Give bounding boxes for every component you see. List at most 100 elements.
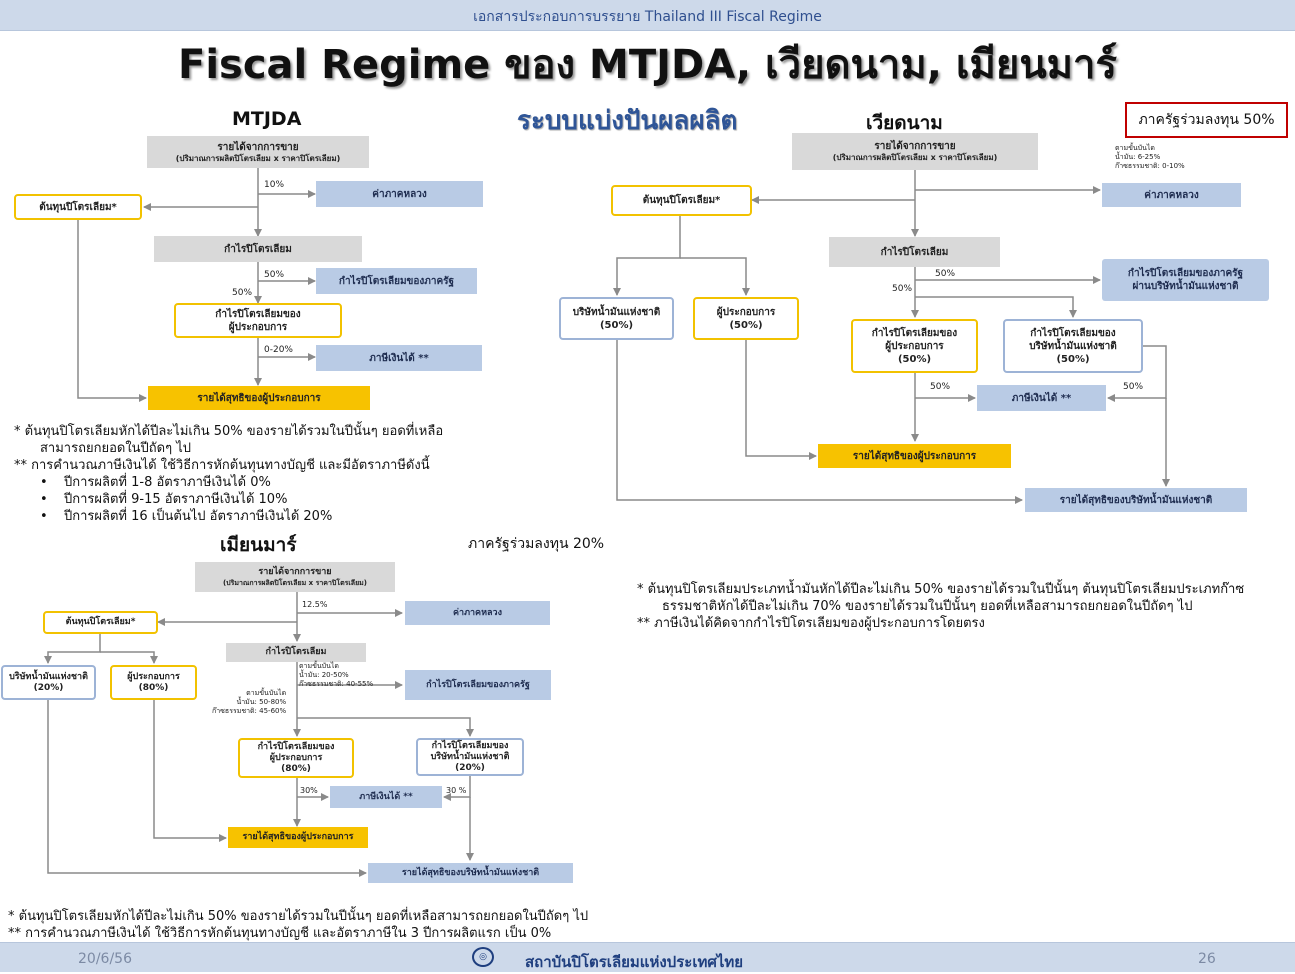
mtjda-royalty-box: ค่าภาคหลวง bbox=[316, 181, 483, 207]
vietnam-pct-gov: 50% bbox=[935, 269, 956, 279]
myanmar-gov-scale: ตามขั้นบันได น้ำมัน: 20-50% ก๊าซธรรมชาติ… bbox=[299, 662, 373, 689]
footer-bar: 20/6/56 ◎ สถาบันปิโตรเลียมแห่งประเทศไทย … bbox=[0, 942, 1295, 972]
myanmar-noc-box: บริษัทน้ำมันแห่งชาติ(20%) bbox=[1, 665, 96, 700]
vietnam-note-1: * ต้นทุนปิโตรเลียมประเภทน้ำมันหักได้ปีละ… bbox=[637, 582, 1245, 597]
mtjda-tax-bullet-marker: • bbox=[40, 492, 48, 507]
myanmar-contractor-line2: (80%) bbox=[138, 682, 169, 693]
myanmar-noc-line2: (20%) bbox=[33, 682, 64, 693]
vietnam-revenue-line2: (ปริมาณการผลิตปิโตรเลียม x ราคาปิโตรเลีย… bbox=[832, 153, 998, 162]
mtjda-heading: MTJDA bbox=[232, 108, 302, 130]
vietnam-noc-profit-line1: กำไรปิโตรเลียมของ bbox=[1030, 327, 1116, 339]
vietnam-contractor-line1: ผู้ประกอบการ bbox=[716, 306, 776, 318]
myanmar-contractor-scale: ตามขั้นบันได น้ำมัน: 50-80% ก๊าซธรรมชาติ… bbox=[212, 689, 286, 716]
vietnam-royalty-scale-3: ก๊าซธรรมชาติ: 0-10% bbox=[1115, 162, 1185, 170]
myanmar-contractor-line1: ผู้ประกอบการ bbox=[127, 671, 180, 682]
myanmar-pct-tax-left: 30% bbox=[300, 786, 318, 795]
vietnam-noc-line2: (50%) bbox=[599, 319, 634, 331]
vietnam-noc-line1: บริษัทน้ำมันแห่งชาติ bbox=[572, 306, 661, 318]
myanmar-gov-scale-2: น้ำมัน: 20-50% bbox=[299, 671, 349, 679]
vietnam-contractor-profit-line2: ผู้ประกอบการ bbox=[885, 340, 944, 352]
vietnam-royalty-box: ค่าภาคหลวง bbox=[1102, 183, 1241, 207]
vietnam-gov-profit-line2: ผ่านบริษัทน้ำมันแห่งชาติ bbox=[1132, 281, 1239, 292]
mtjda-tax-bullet-marker: • bbox=[40, 509, 48, 524]
myanmar-note-2: ** การคำนวณภาษีเงินได้ ใช้วิธีการหักต้นท… bbox=[8, 926, 552, 941]
vietnam-gov-participation: ภาครัฐร่วมลงทุน 50% bbox=[1125, 102, 1288, 138]
vietnam-net-noc-box: รายได้สุทธิของบริษัทน้ำมันแห่งชาติ bbox=[1025, 488, 1247, 512]
myanmar-contractor-profit-line2: ผู้ประกอบการ bbox=[269, 752, 323, 763]
mtjda-pct-royalty: 10% bbox=[264, 180, 285, 190]
vietnam-contractor-profit-line3: (50%) bbox=[897, 353, 932, 365]
institute-logo-icon: ◎ bbox=[472, 947, 494, 967]
vietnam-royalty-scale: ตามขั้นบันได น้ำมัน: 6-25% ก๊าซธรรมชาติ:… bbox=[1115, 144, 1185, 171]
myanmar-contractor-box: ผู้ประกอบการ(80%) bbox=[110, 665, 197, 700]
myanmar-profit-oil-box: กำไรปิโตรเลียม bbox=[226, 643, 366, 662]
myanmar-heading: เมียนมาร์ bbox=[220, 534, 297, 556]
header-bar: เอกสารประกอบการบรรยาย Thailand III Fisca… bbox=[0, 0, 1295, 31]
myanmar-revenue-line1: รายได้จากการขาย bbox=[258, 566, 332, 577]
mtjda-note-2: ** การคำนวณภาษีเงินได้ ใช้วิธีการหักต้นท… bbox=[14, 458, 430, 473]
vietnam-gov-profit-box: กำไรปิโตรเลียมของภาครัฐผ่านบริษัทน้ำมันแ… bbox=[1102, 259, 1269, 301]
vietnam-noc-profit-line3: (50%) bbox=[1056, 353, 1090, 365]
myanmar-contractor-profit-box: กำไรปิโตรเลียมของผู้ประกอบการ(80%) bbox=[238, 738, 354, 778]
myanmar-noc-profit-line1: กำไรปิโตรเลียมของ bbox=[431, 740, 509, 751]
myanmar-contractor-scale-3: ก๊าซธรรมชาติ: 45-60% bbox=[212, 707, 287, 715]
myanmar-revenue-box: รายได้จากการขาย(ปริมาณการผลิตปิโตรเลียม … bbox=[195, 562, 395, 592]
myanmar-contractor-scale-1: ตามขั้นบันได bbox=[246, 689, 287, 697]
vietnam-note-2: ** ภาษีเงินได้คิดจากกำไรปิโตรเลียมของผู้… bbox=[637, 616, 985, 631]
mtjda-tax-bullet-3: ปีการผลิตที่ 16 เป็นต้นไป อัตราภาษีเงินไ… bbox=[64, 509, 333, 524]
vietnam-profit-oil-box: กำไรปิโตรเลียม bbox=[829, 237, 1000, 267]
mtjda-tax-bullet-2: ปีการผลิตที่ 9-15 อัตราภาษีเงินได้ 10% bbox=[64, 492, 288, 507]
footer-date: 20/6/56 bbox=[78, 951, 132, 967]
center-title: ระบบแบ่งปันผลผลิต bbox=[517, 106, 738, 136]
vietnam-contractor-line2: (50%) bbox=[729, 319, 763, 331]
mtjda-pct-tax: 0-20% bbox=[264, 345, 293, 355]
vietnam-contractor-profit-box: กำไรปิโตรเลียมของผู้ประกอบการ(50%) bbox=[851, 319, 978, 373]
slide-title: Fiscal Regime ของ MTJDA, เวียดนาม, เมียน… bbox=[178, 42, 1117, 88]
vietnam-net-contractor-box: รายได้สุทธิของผู้ประกอบการ bbox=[818, 444, 1011, 468]
vietnam-royalty-scale-1: ตามขั้นบันได bbox=[1115, 144, 1155, 152]
myanmar-gov-participation: ภาครัฐร่วมลงทุน 20% bbox=[468, 536, 605, 552]
vietnam-note-1b: ธรรมชาติหักได้ปีละไม่เกิน 70% ของรายได้ร… bbox=[662, 599, 1193, 614]
vietnam-pct-tax-left: 50% bbox=[930, 382, 951, 392]
vietnam-contractor-box: ผู้ประกอบการ(50%) bbox=[693, 297, 799, 340]
mtjda-profit-oil-box: กำไรปิโตรเลียม bbox=[154, 236, 362, 262]
mtjda-revenue-line1: รายได้จากการขาย bbox=[217, 141, 299, 153]
vietnam-pct-tax-right: 50% bbox=[1123, 382, 1144, 392]
myanmar-revenue-line2: (ปริมาณการผลิตปิโตรเลียม x ราคาปิโตรเลีย… bbox=[222, 578, 367, 587]
myanmar-cost-box: ต้นทุนปิโตรเลียม* bbox=[43, 611, 158, 634]
myanmar-noc-line1: บริษัทน้ำมันแห่งชาติ bbox=[9, 671, 88, 682]
mtjda-pct-gov: 50% bbox=[264, 270, 285, 280]
mtjda-note-1: * ต้นทุนปิโตรเลียมหักได้ปีละไม่เกิน 50% … bbox=[14, 424, 444, 439]
mtjda-contractor-profit-line2: ผู้ประกอบการ bbox=[228, 321, 288, 333]
vietnam-contractor-profit-line1: กำไรปิโตรเลียมของ bbox=[871, 327, 958, 339]
mtjda-contractor-profit-box: กำไรปิโตรเลียมของผู้ประกอบการ bbox=[174, 303, 342, 338]
vietnam-gov-profit-line1: กำไรปิโตรเลียมของภาครัฐ bbox=[1127, 268, 1244, 279]
myanmar-gov-scale-3: ก๊าซธรรมชาติ: 40-55% bbox=[299, 680, 374, 688]
myanmar-pct-royalty: 12.5% bbox=[302, 600, 328, 609]
vietnam-noc-profit-line2: บริษัทน้ำมันแห่งชาติ bbox=[1029, 340, 1117, 352]
mtjda-tax-bullet-marker: • bbox=[40, 475, 48, 490]
vietnam-noc-box: บริษัทน้ำมันแห่งชาติ(50%) bbox=[559, 297, 674, 340]
vietnam-pct-split: 50% bbox=[892, 284, 913, 294]
vietnam-revenue-line1: รายได้จากการขาย bbox=[874, 141, 956, 152]
myanmar-royalty-box: ค่าภาคหลวง bbox=[405, 601, 550, 625]
mtjda-note-1b: สามารถยกยอดในปีถัดๆ ไป bbox=[40, 441, 192, 456]
myanmar-net-noc-box: รายได้สุทธิของบริษัทน้ำมันแห่งชาติ bbox=[368, 863, 573, 883]
mtjda-revenue-line2: (ปริมาณการผลิตปิโตรเลียม x ราคาปิโตรเลีย… bbox=[175, 153, 341, 163]
mtjda-gov-profit-box: กำไรปิโตรเลียมของภาครัฐ bbox=[316, 268, 477, 294]
mtjda-revenue-box: รายได้จากการขาย(ปริมาณการผลิตปิโตรเลียม … bbox=[147, 136, 369, 168]
myanmar-noc-profit-box: กำไรปิโตรเลียมของบริษัทน้ำมันแห่งชาติ(20… bbox=[416, 738, 524, 776]
mtjda-tax-bullet-1: ปีการผลิตที่ 1-8 อัตราภาษีเงินได้ 0% bbox=[64, 475, 271, 490]
myanmar-contractor-profit-line1: กำไรปิโตรเลียมของ bbox=[257, 741, 335, 752]
vietnam-heading: เวียดนาม bbox=[866, 112, 943, 134]
myanmar-noc-profit-line2: บริษัทน้ำมันแห่งชาติ bbox=[430, 751, 510, 762]
myanmar-gov-scale-1: ตามขั้นบันได bbox=[299, 662, 339, 670]
myanmar-contractor-profit-line3: (80%) bbox=[281, 763, 311, 774]
header-title: เอกสารประกอบการบรรยาย Thailand III Fisca… bbox=[473, 9, 822, 25]
myanmar-noc-profit-line3: (20%) bbox=[455, 762, 485, 773]
mtjda-pct-contractor: 50% bbox=[232, 288, 253, 298]
vietnam-cost-box: ต้นทุนปิโตรเลียม* bbox=[611, 185, 752, 216]
myanmar-contractor-scale-2: น้ำมัน: 50-80% bbox=[236, 698, 287, 706]
vietnam-noc-profit-box: กำไรปิโตรเลียมของบริษัทน้ำมันแห่งชาติ(50… bbox=[1003, 319, 1143, 373]
